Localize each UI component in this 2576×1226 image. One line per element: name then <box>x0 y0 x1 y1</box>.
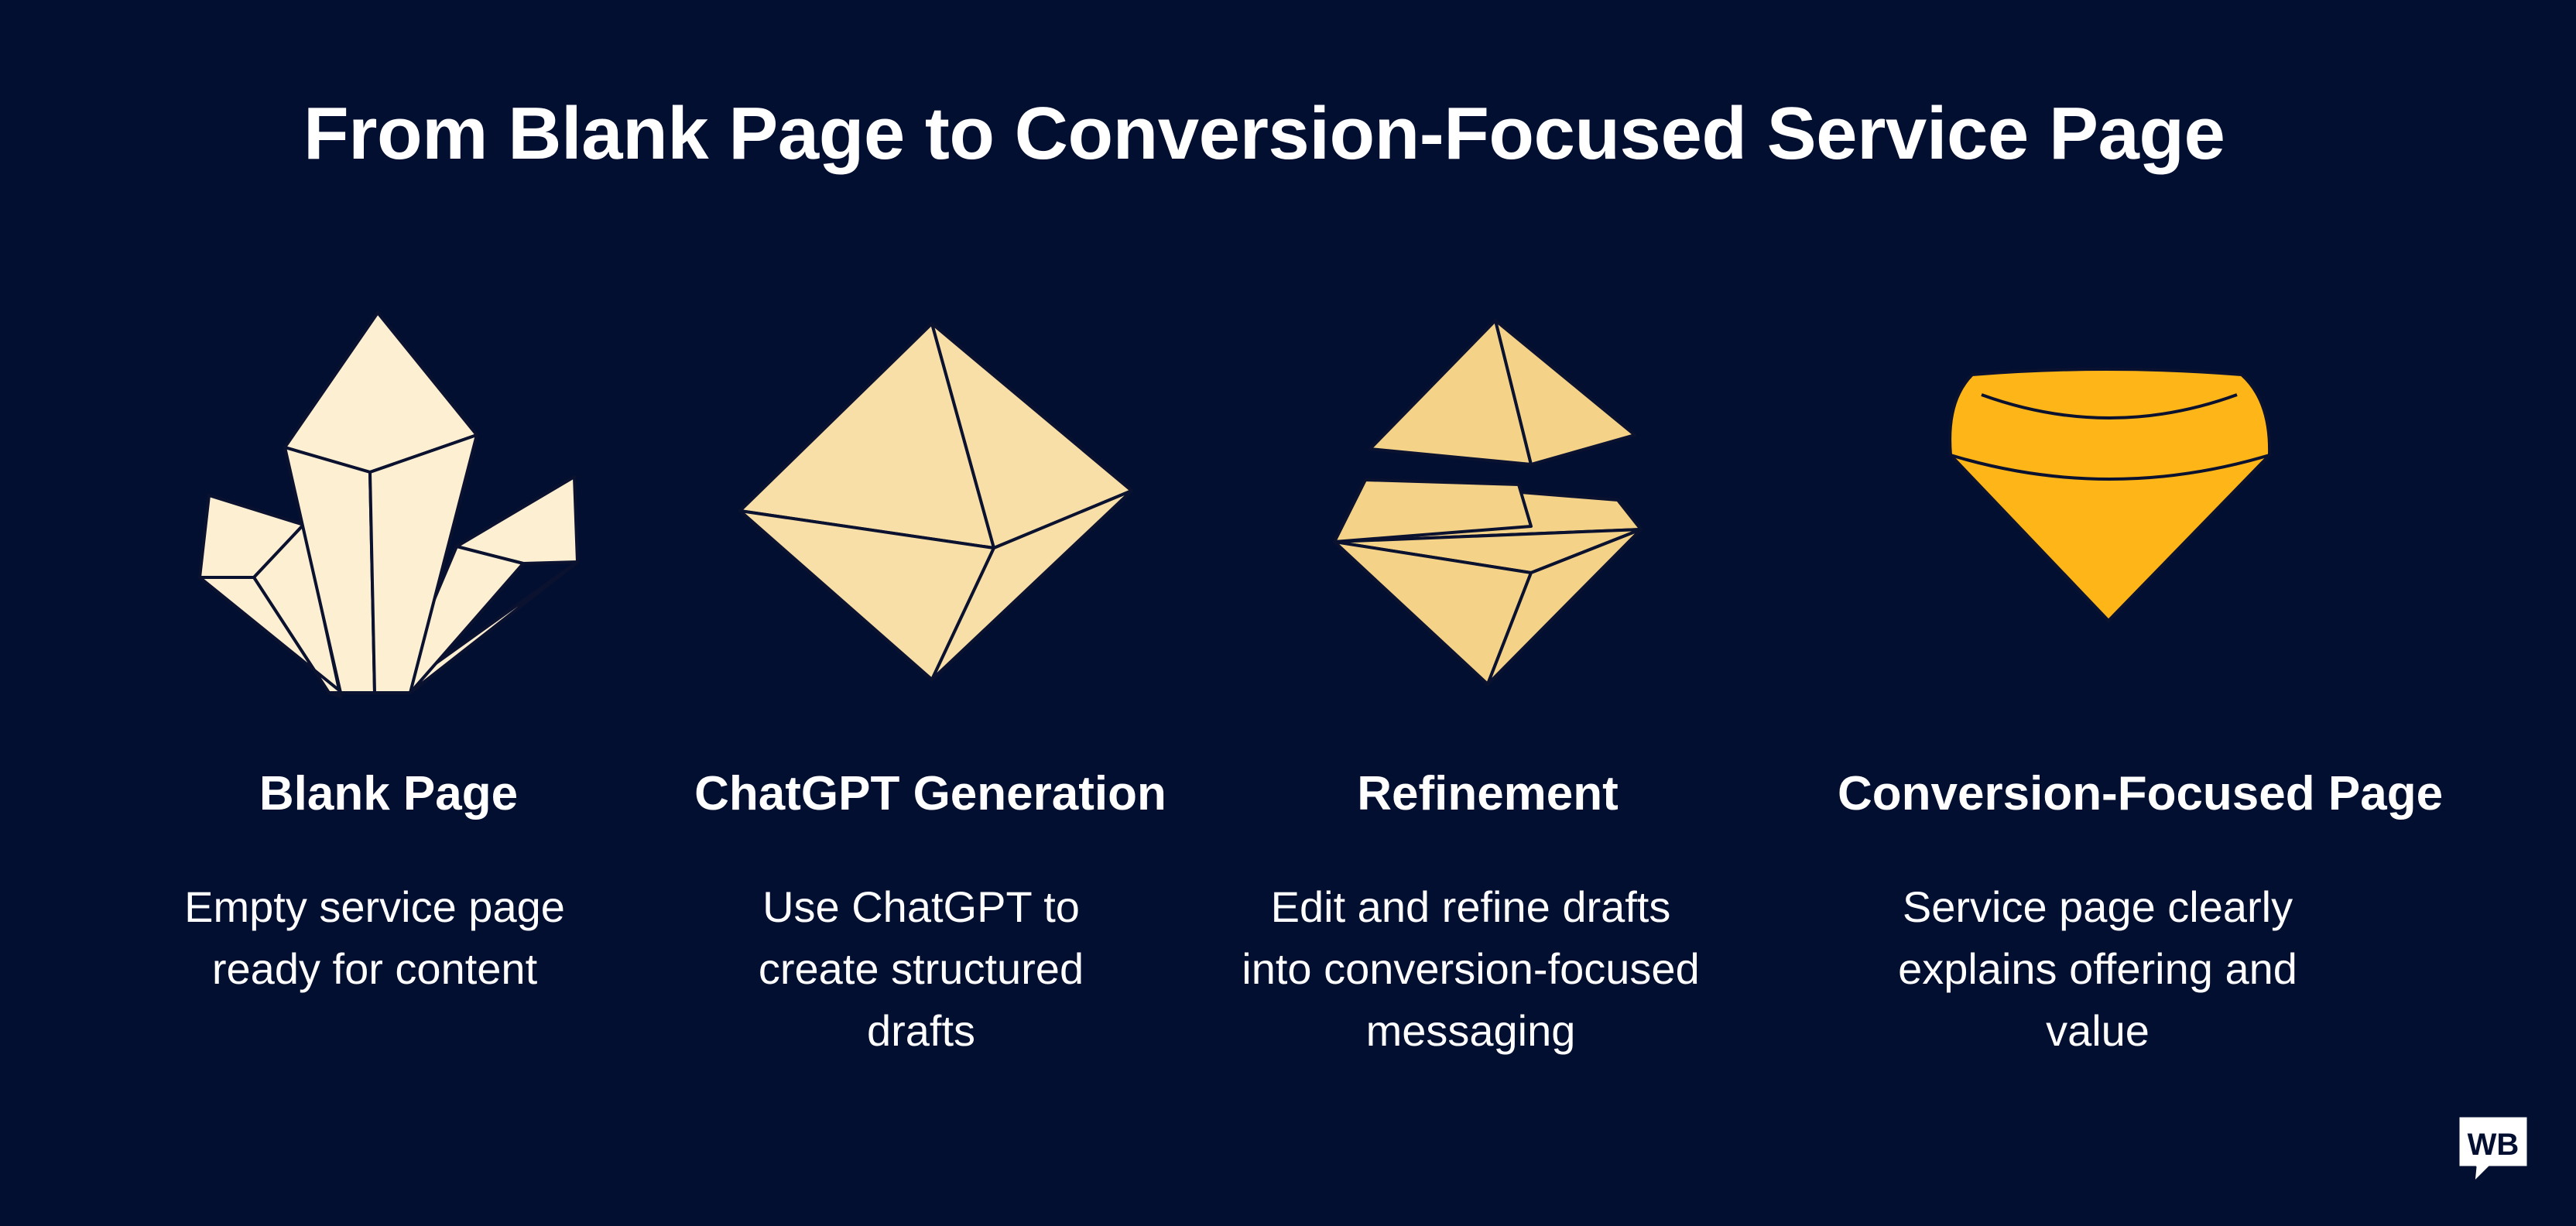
step-desc-chatgpt-generation: Use ChatGPT to create structured drafts <box>758 882 1084 1055</box>
split-gem-icon <box>1333 319 1643 686</box>
wb-logo-icon: WB <box>2457 1115 2530 1184</box>
page-title: From Blank Page to Conversion-Focused Se… <box>303 92 2225 175</box>
step-desc-refinement: Edit and refine drafts into conversion-f… <box>1242 882 1700 1055</box>
octahedron-icon <box>738 322 1133 681</box>
crystal-cluster-icon <box>198 311 579 698</box>
step-desc-blank-page: Empty service page ready for content <box>184 882 565 993</box>
step-title-blank-page: Blank Page <box>259 767 519 820</box>
step-desc-conversion-focused-page: Service page clearly explains offering a… <box>1898 882 2297 1055</box>
step-title-conversion-focused-page: Conversion-Focused Page <box>1838 767 2444 820</box>
logo-text: WB <box>2468 1128 2519 1162</box>
step-title-refinement: Refinement <box>1357 767 1619 820</box>
cut-diamond-icon <box>1948 368 2272 622</box>
step-title-chatgpt-generation: ChatGPT Generation <box>694 767 1166 820</box>
